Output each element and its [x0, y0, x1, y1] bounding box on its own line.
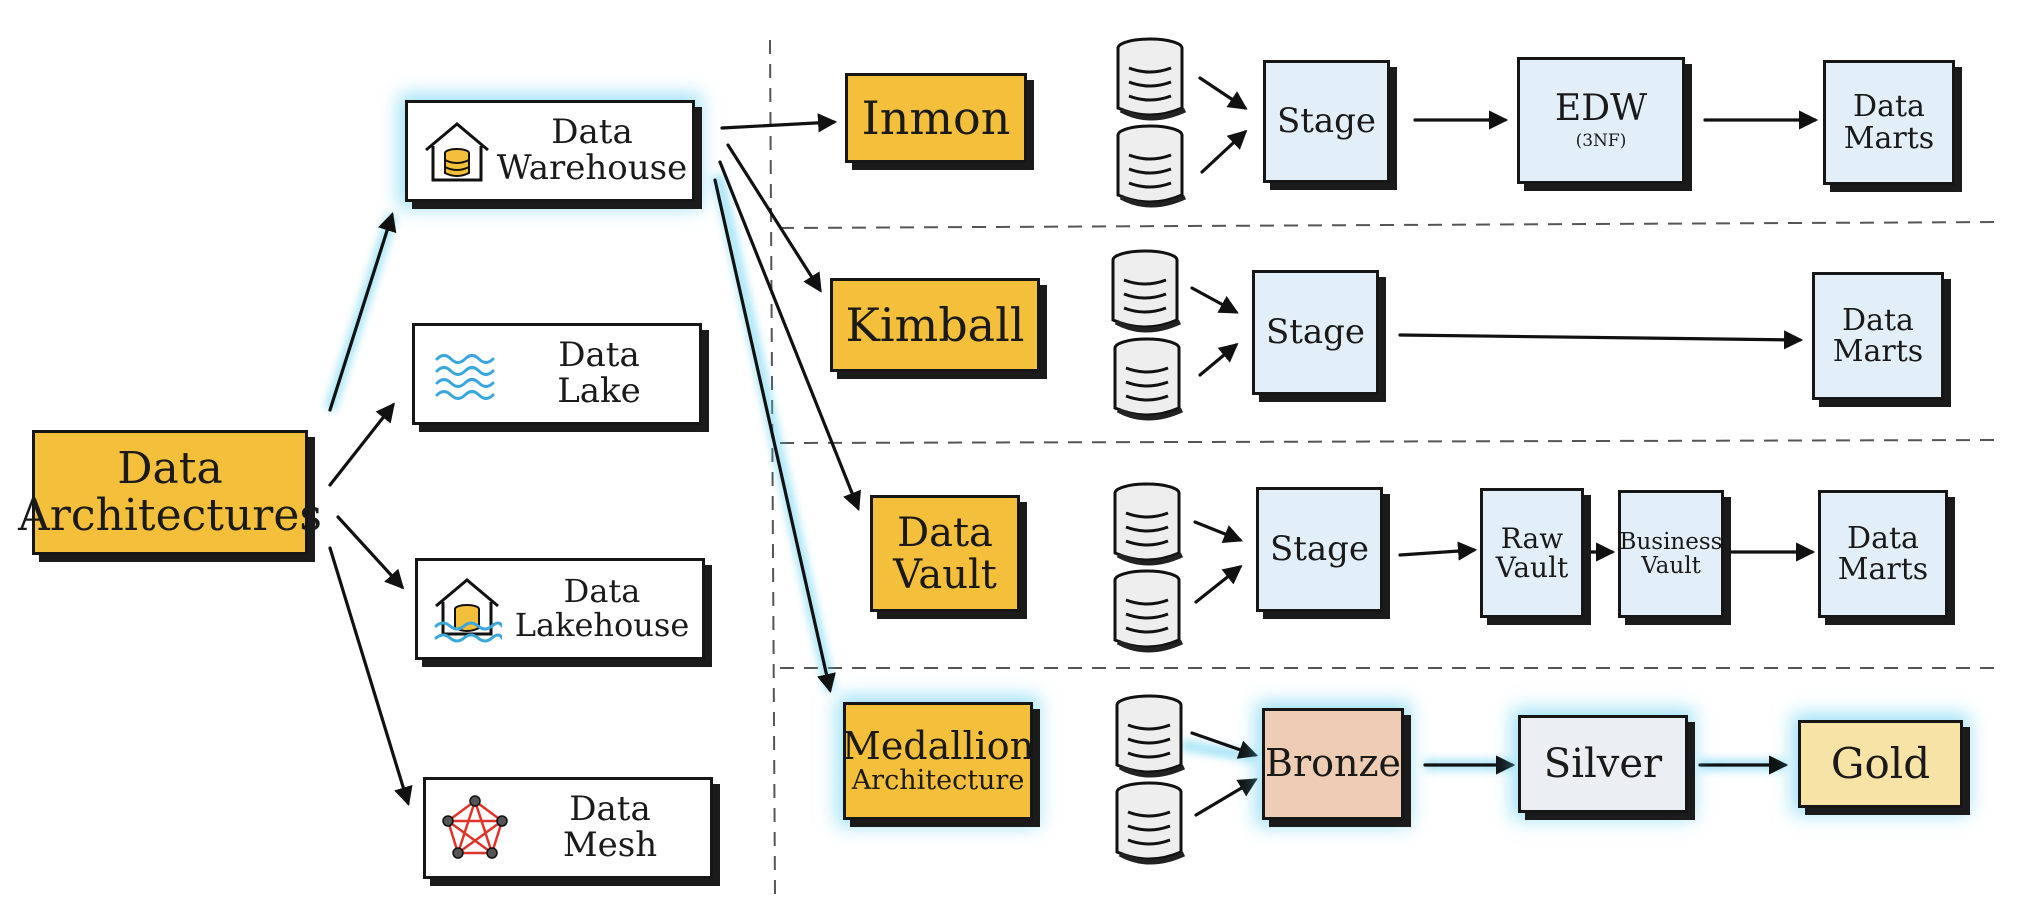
inmon-marts-line2: Marts — [1843, 120, 1935, 156]
vault-line1: Data — [897, 509, 993, 556]
gold-label: Gold — [1830, 738, 1931, 788]
database-icon — [1115, 339, 1182, 418]
lakehouse-line2: Lakehouse — [514, 606, 690, 644]
lake-line2: Lake — [557, 371, 641, 411]
warehouse-line1: Data — [551, 112, 633, 153]
architecture-card-lake: Data Lake — [412, 323, 702, 425]
architecture-card-warehouse: Data Warehouse — [405, 100, 695, 202]
vault-line2: Vault — [893, 551, 997, 598]
vault-stage-label: Stage — [1269, 528, 1370, 569]
vault-stage: Stage — [1256, 487, 1383, 612]
kimball-stage-label: Stage — [1265, 311, 1366, 352]
arrow-to-lakehouse — [336, 515, 405, 590]
row-divider — [779, 439, 2001, 444]
approach-data-vault: Data Vault — [870, 495, 1020, 612]
inmon-stage: Stage — [1263, 60, 1390, 183]
vault-marts-line1: Data — [1847, 520, 1919, 556]
database-icon — [1117, 783, 1184, 862]
vault-marts-line2: Marts — [1837, 552, 1929, 587]
kimball-stage: Stage — [1252, 270, 1379, 395]
bronze-layer: Bronze — [1262, 708, 1404, 820]
inmon-edw: EDW (3NF) — [1517, 57, 1685, 184]
kimball-label: Kimball — [845, 297, 1025, 352]
mesh-line2: Mesh — [562, 825, 658, 865]
business-vault-line1: Business — [1619, 528, 1723, 555]
inmon-data-marts: Data Marts — [1823, 60, 1955, 185]
warehouse-line2: Warehouse — [496, 148, 688, 188]
business-vault: Business Vault — [1618, 490, 1724, 618]
medallion-line2: Architecture — [851, 764, 1025, 796]
inmon-stage-label: Stage — [1276, 100, 1377, 141]
approach-medallion: Medallion Architecture — [841, 702, 1035, 820]
database-icon — [1118, 39, 1185, 118]
raw-vault-line2: Vault — [1495, 551, 1569, 584]
medallion-line1: Medallion — [841, 723, 1035, 768]
root-line1: Data — [117, 443, 223, 495]
warehouse-icon — [425, 122, 489, 182]
arrow-to-inmon — [720, 113, 838, 133]
edw-note: (3NF) — [1575, 131, 1627, 152]
lakehouse-icon — [434, 578, 502, 643]
waves-icon — [435, 354, 495, 400]
business-vault-line2: Vault — [1641, 553, 1701, 579]
database-icon — [1113, 251, 1180, 330]
kimball-marts-line1: Data — [1842, 302, 1914, 338]
arrow-to-vault — [718, 160, 861, 511]
database-icon — [1115, 484, 1182, 563]
arrow-to-kimball — [726, 143, 822, 293]
raw-vault: Raw Vault — [1480, 488, 1584, 618]
approach-kimball: Kimball — [830, 278, 1040, 372]
root-line2: Architectures — [18, 489, 322, 541]
kimball-data-marts: Data Marts — [1812, 272, 1944, 400]
inmon-label: Inmon — [861, 90, 1011, 145]
inmon-marts-line1: Data — [1853, 89, 1925, 124]
lakehouse-line1: Data — [563, 572, 641, 611]
bronze-label: Bronze — [1265, 741, 1401, 786]
vault-data-marts: Data Marts — [1818, 490, 1948, 618]
approach-inmon: Inmon — [845, 73, 1027, 163]
mesh-line1: Data — [569, 789, 651, 830]
row-divider — [779, 221, 2001, 229]
architecture-card-lakehouse: Data Lakehouse — [415, 558, 705, 660]
lake-line1: Data — [558, 335, 640, 376]
arrow-to-lake — [328, 402, 395, 487]
silver-label: Silver — [1543, 741, 1663, 787]
raw-vault-line1: Raw — [1500, 521, 1564, 555]
architecture-card-mesh: Data Mesh — [423, 777, 713, 879]
silver-layer: Silver — [1518, 715, 1688, 813]
edw-label: EDW — [1554, 87, 1648, 129]
arrow-to-medallion — [713, 178, 836, 694]
database-icon — [1115, 571, 1182, 650]
gold-layer: Gold — [1798, 720, 1963, 808]
network-icon — [442, 795, 508, 859]
root-node: Data Architectures — [18, 430, 322, 555]
kimball-marts-line2: Marts — [1832, 334, 1924, 369]
arrow-to-warehouse — [328, 211, 397, 412]
database-icon — [1118, 126, 1185, 205]
database-icon — [1117, 696, 1184, 775]
arrow-to-mesh — [328, 546, 413, 807]
